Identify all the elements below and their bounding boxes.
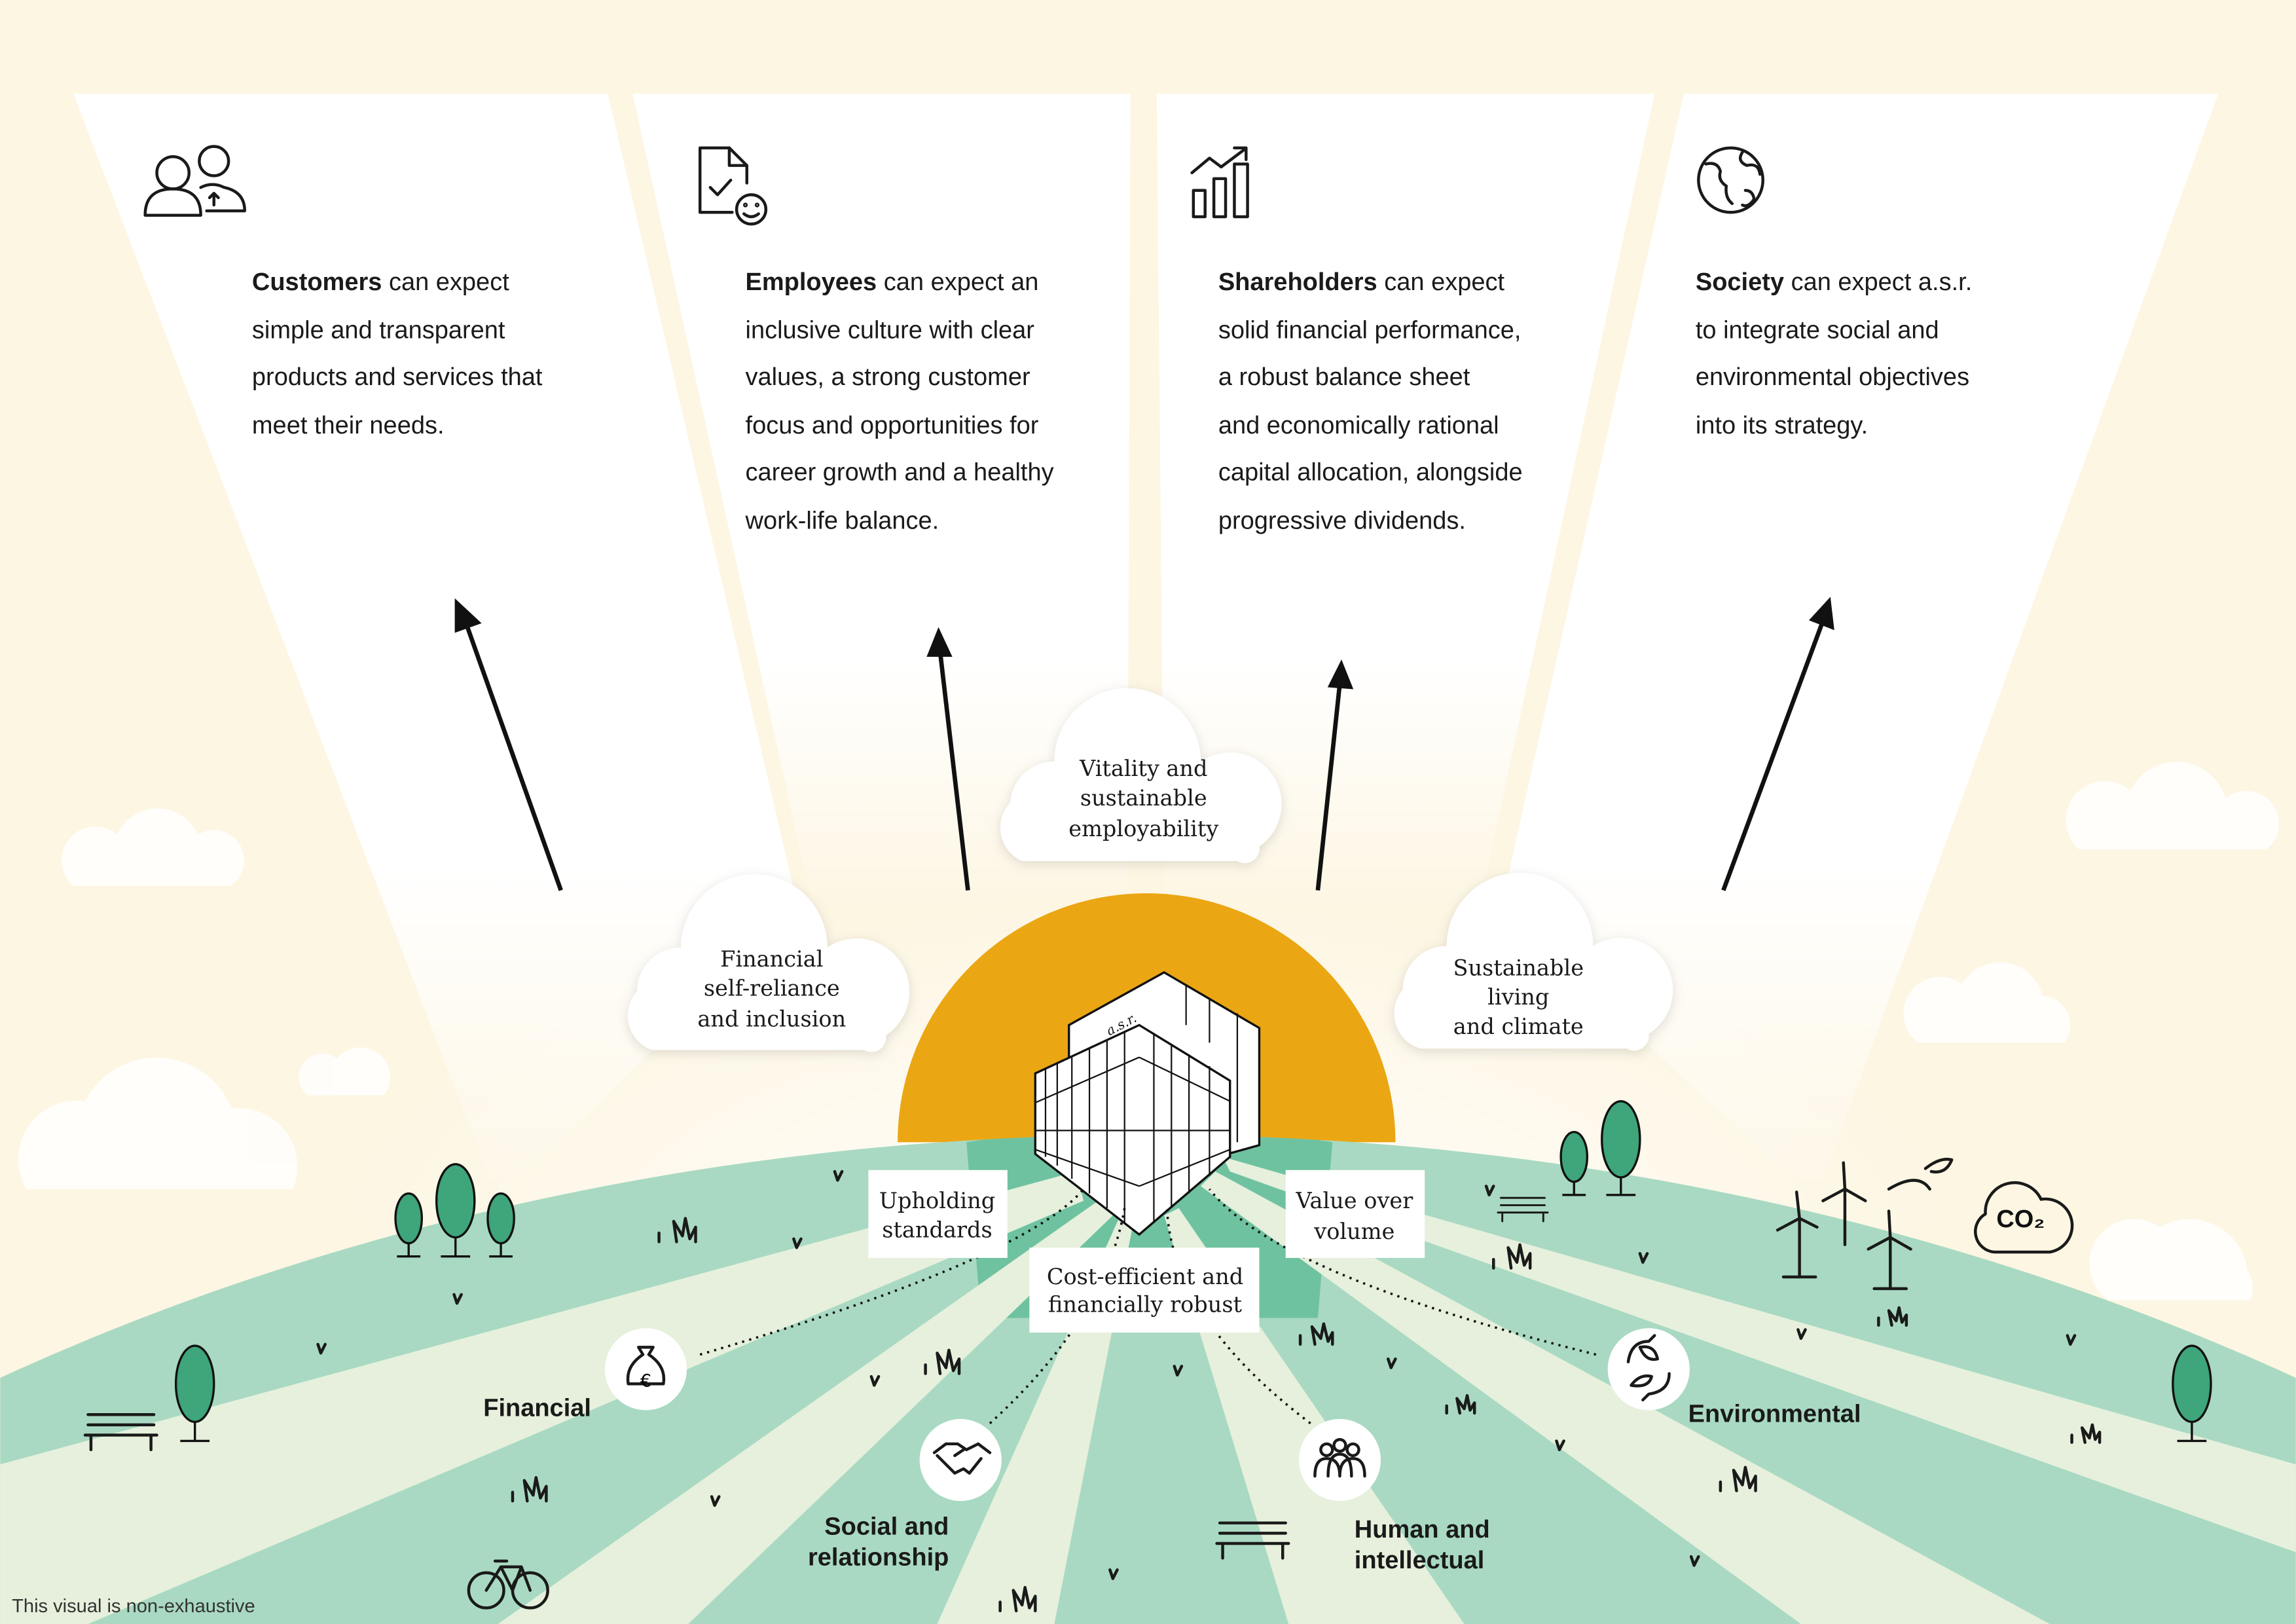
- globe-icon: [1697, 146, 1764, 214]
- arrowhead: [926, 627, 953, 657]
- tree-icon: [1601, 1099, 1641, 1196]
- arrows: [454, 597, 1834, 891]
- principle-box: [1285, 1170, 1425, 1258]
- goal-clouds: [628, 688, 1673, 1052]
- beam-customers: [73, 94, 799, 1201]
- bench-icon: [1497, 1196, 1549, 1223]
- asr-building: a.s.r.: [1034, 970, 1261, 1236]
- flow-environmental: [1208, 1188, 1597, 1356]
- capital-icons: €: [604, 1328, 1690, 1502]
- beam-shareholders: [1156, 94, 1655, 908]
- arrowhead: [1327, 659, 1354, 690]
- cloud-decor: [1903, 962, 2071, 1043]
- stripe: [1222, 1156, 2296, 1553]
- wind-turbine-icon: [1821, 1161, 1867, 1247]
- beam-society: [1501, 94, 2219, 1201]
- wind-leaf-icon: [1887, 1158, 1954, 1191]
- flow-human: [1165, 1208, 1311, 1425]
- tree-icon: [486, 1192, 515, 1258]
- grass-tuft-icon: [1298, 1322, 1334, 1346]
- grass-tuft-icon: [657, 1217, 697, 1244]
- co2-label: CO₂: [1996, 1206, 2045, 1233]
- grass-tuft-icon: [924, 1348, 961, 1375]
- cloud-decor: [2089, 1219, 2253, 1301]
- grass-tuft-icon: [1877, 1306, 1908, 1327]
- handshake-icon: [919, 1418, 1002, 1502]
- background-clouds: [18, 762, 2279, 1301]
- stripe: [0, 1171, 1084, 1624]
- bench-icon: [1215, 1521, 1290, 1560]
- flow-financial: [699, 1188, 1085, 1356]
- bench-icon: [83, 1412, 158, 1452]
- cloud-decor: [62, 808, 244, 886]
- stakeholder-text-society: Society can expect a.s.r. to integrate s…: [1696, 268, 1979, 439]
- props: [83, 1158, 2074, 1610]
- grass-tuft-icon: [1719, 1466, 1757, 1492]
- arrow-customers: [464, 621, 563, 891]
- svg-text:€: €: [640, 1371, 651, 1392]
- beam-employees: [632, 94, 1131, 908]
- tree-icon: [1559, 1130, 1589, 1196]
- wind-turbine-icon: [1776, 1190, 1819, 1279]
- arrow-employees: [938, 651, 970, 891]
- tree-icon: [2172, 1344, 2212, 1443]
- cloud-sustainable-living: [1394, 872, 1673, 1051]
- principle-box: [1029, 1247, 1260, 1333]
- people-icon: [1298, 1418, 1381, 1502]
- grass-tuft-icon: [998, 1585, 1037, 1613]
- building-windows: [1034, 984, 1239, 1223]
- tree-icon: [435, 1163, 476, 1258]
- stakeholder-text-customers: Customers can expect simple and transpar…: [252, 268, 543, 439]
- arrowhead: [454, 598, 482, 633]
- wind-turbine-icon: [1867, 1209, 1912, 1291]
- stakeholder-text-employees: Employees can expect an inclusive cultur…: [745, 268, 1054, 535]
- co2-cloud-icon: [1974, 1181, 2074, 1254]
- cloud-vitality: [1000, 688, 1282, 864]
- cloud-financial-self-reliance: [628, 874, 910, 1052]
- document-smile-icon: [698, 146, 768, 226]
- grass-tufts: [316, 1170, 2102, 1613]
- trees: [174, 1099, 2212, 1443]
- beams: [73, 94, 2219, 1201]
- grass-tuft-icon: [1445, 1393, 1476, 1415]
- grass-tuft-icon: [511, 1476, 548, 1503]
- money-bag-icon: [604, 1328, 687, 1411]
- recycle-leaves-icon: [1607, 1328, 1690, 1411]
- footnote: This visual is non-exhaustive: [12, 1596, 255, 1617]
- tree-icon: [174, 1344, 215, 1443]
- capital-label-financial: Financial: [483, 1394, 591, 1422]
- capital-label-environmental: Environmental: [1688, 1400, 1861, 1428]
- arrow-society: [1721, 620, 1825, 891]
- tree-icon: [394, 1192, 423, 1258]
- stripe: [498, 1200, 1113, 1624]
- customers-icon: [143, 145, 246, 217]
- arrow-shareholders: [1315, 683, 1342, 891]
- bicycle-icon: [467, 1559, 549, 1610]
- grass-tuft-icon: [2070, 1423, 2102, 1444]
- growth-chart-icon: [1190, 146, 1249, 219]
- cloud-decor: [18, 1058, 298, 1189]
- principle-box: [868, 1170, 1008, 1258]
- arrowhead: [1808, 597, 1834, 631]
- stakeholder-text-shareholders: Shareholders can expect solid financial …: [1218, 268, 1523, 535]
- cloud-decor: [299, 1047, 390, 1096]
- grass-tuft-icon: [1492, 1243, 1532, 1270]
- cloud-decor: [2066, 762, 2279, 850]
